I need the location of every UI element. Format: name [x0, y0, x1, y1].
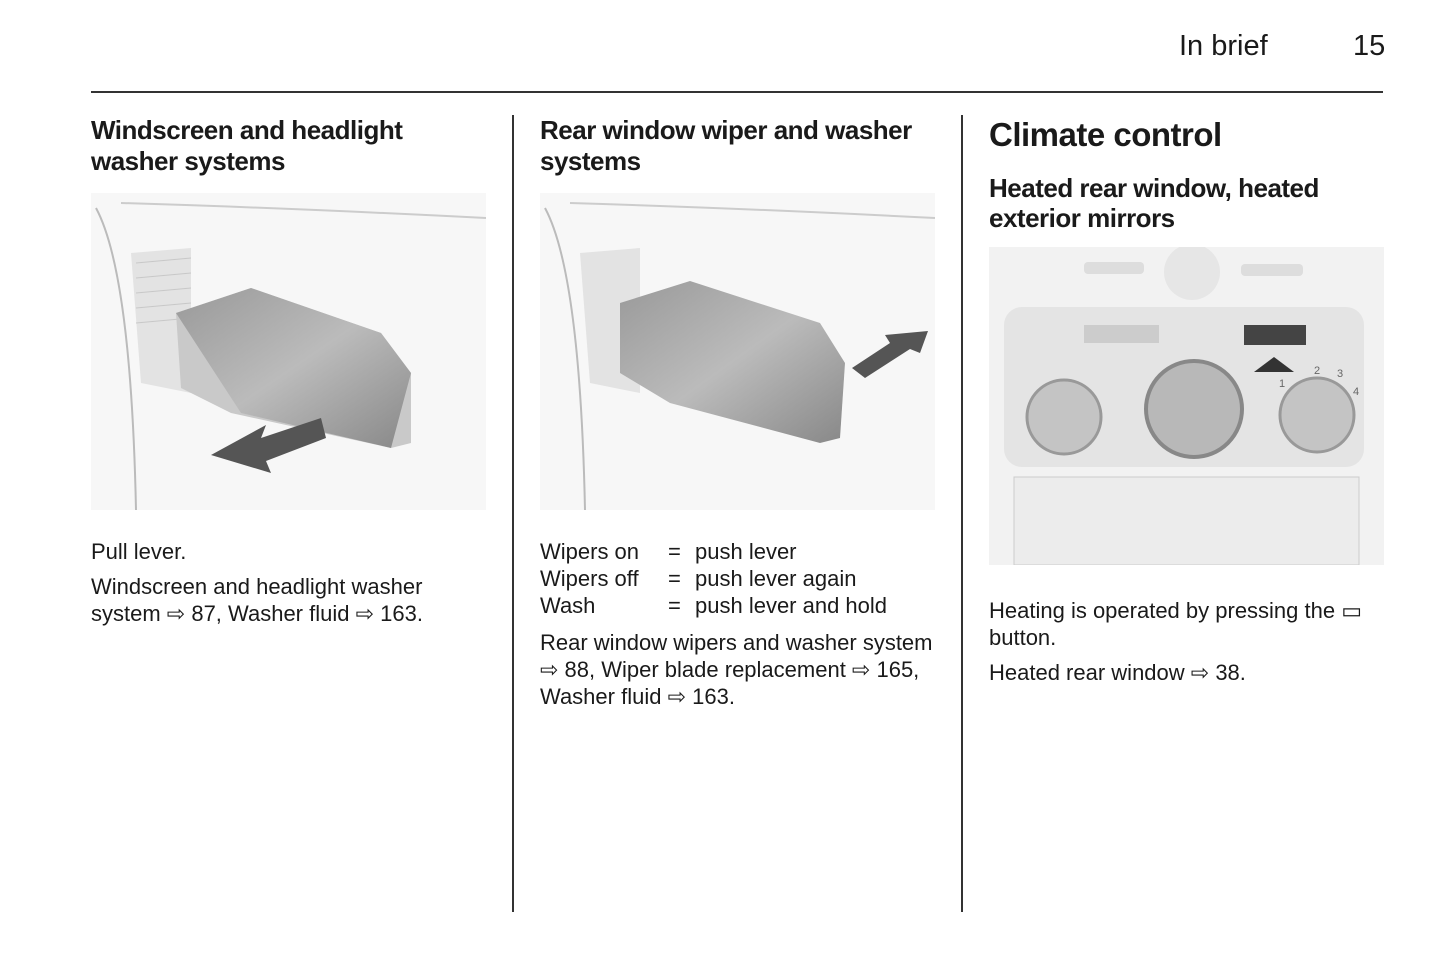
section-heading: Heated rear window, heated exterior mirr…	[989, 173, 1319, 233]
page-number: 15	[1353, 30, 1386, 62]
fan-speed-label: 1	[1279, 378, 1285, 390]
column-divider	[512, 115, 514, 912]
paragraph: Pull lever.	[91, 539, 187, 564]
fan-speed-label: 3	[1337, 368, 1343, 380]
equals-sign: =	[668, 539, 681, 564]
chapter-title: Climate control	[989, 116, 1222, 153]
wiper-function-table: Wipers on = push lever Wipers off = push lev…	[540, 538, 887, 619]
cross-reference-paragraph: Heated rear window ⇨ 38.	[989, 660, 1246, 685]
cross-reference-paragraph: Windscreen and headlight washer system ⇨…	[91, 574, 423, 626]
function-action: push lever	[695, 539, 797, 564]
section-heading: Windscreen and headlight washer systems	[91, 115, 403, 176]
table-row: Wipers off = push lever again	[540, 565, 887, 592]
climate-panel-illustration: 1 2 3 4	[989, 247, 1384, 565]
section-title: In brief	[1179, 30, 1268, 62]
header-rule	[91, 91, 1383, 93]
wiper-lever-push-illustration	[540, 193, 935, 510]
wiper-lever-pull-illustration	[91, 193, 486, 510]
cross-reference-paragraph: Rear window wipers and washer system ⇨ 8…	[540, 630, 933, 709]
function-action: push lever and hold	[695, 593, 888, 618]
function-label: Wash	[540, 593, 596, 618]
column-windscreen-washer: Windscreen and headlight washer systems …	[91, 115, 486, 635]
function-action: push lever again	[695, 566, 857, 591]
section-heading: Rear window wiper and washer systems	[540, 115, 912, 176]
equals-sign: =	[668, 593, 681, 618]
column-rear-wiper: Rear window wiper and washer systems Wip…	[540, 115, 935, 718]
column-divider	[961, 115, 963, 912]
table-row: Wipers on = push lever	[540, 538, 887, 565]
paragraph: Heating is operated by pressing the ▭ bu…	[989, 598, 1363, 650]
fan-speed-label: 4	[1353, 386, 1359, 398]
equals-sign: =	[668, 566, 681, 591]
table-row: Wash = push lever and hold	[540, 592, 887, 619]
function-label: Wipers off	[540, 566, 639, 591]
function-label: Wipers on	[540, 539, 640, 564]
column-climate-control: Climate control Heated rear window, heat…	[989, 115, 1384, 694]
fan-speed-label: 2	[1314, 365, 1320, 377]
